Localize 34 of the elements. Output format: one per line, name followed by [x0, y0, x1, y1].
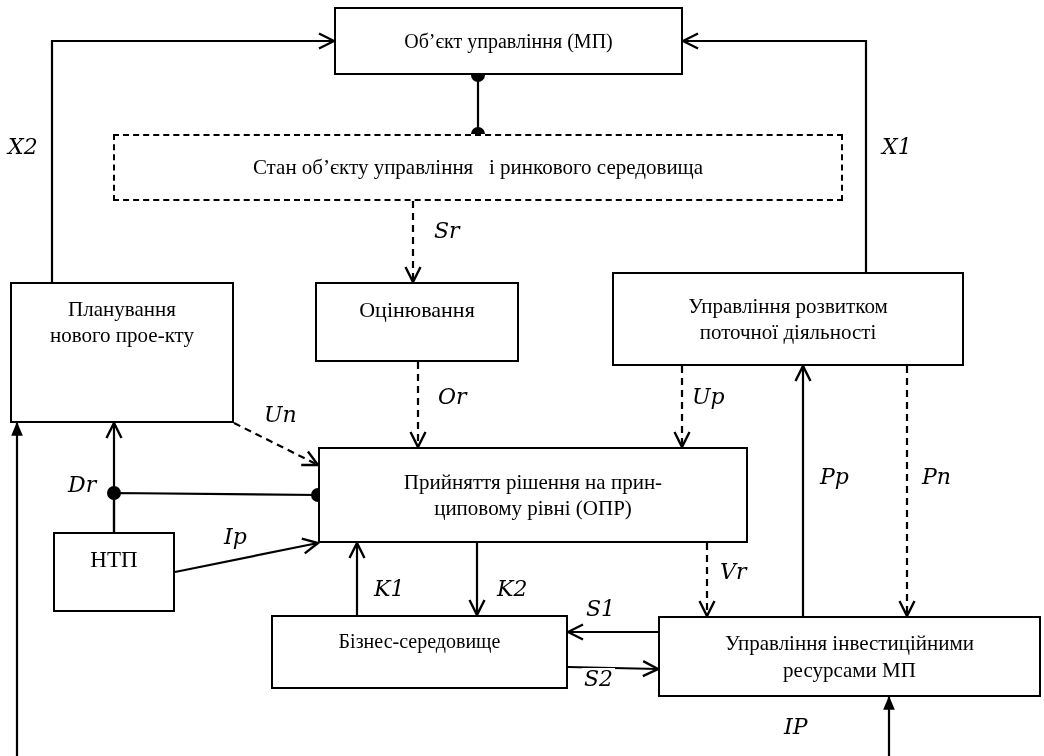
- arrow: [50, 32, 336, 282]
- box-label: НТП: [90, 546, 138, 574]
- process-box: [113, 134, 843, 201]
- box-label: Оцінювання: [359, 296, 475, 324]
- box-label: Управління розвитком поточної діяльності: [687, 292, 889, 346]
- arrow: [883, 695, 895, 756]
- edge-label: Pp: [818, 466, 851, 488]
- box-label: Об’єкт управління (МП): [404, 28, 613, 54]
- arrow: [698, 543, 716, 618]
- process-box: [10, 282, 234, 423]
- arrow: [233, 422, 320, 467]
- process-box: [334, 7, 683, 75]
- arrow: [348, 541, 366, 615]
- process-box: [53, 532, 175, 612]
- box-label: Бізнес-середовище: [338, 629, 501, 654]
- arrow: [409, 362, 427, 449]
- process-box: [612, 272, 964, 366]
- arrow: [794, 364, 812, 616]
- edge-label: Ip: [222, 526, 249, 548]
- arrow: [174, 537, 320, 574]
- box-label: Прийняття рішення на прин-циповому рівні (ОПР): [402, 468, 664, 522]
- process-box: [658, 616, 1041, 697]
- box-label: Планування нового прое-кту: [49, 296, 195, 349]
- arrow: [567, 659, 660, 678]
- process-box: [315, 282, 519, 362]
- arrow: [404, 201, 422, 284]
- box-label: Стан об’єкту управління і ринкового середовища: [252, 154, 704, 181]
- process-box: [318, 447, 748, 543]
- box-label: Управління інвестиційними ресурсами МП: [723, 630, 976, 683]
- arrow: [11, 421, 23, 756]
- process-box: [271, 615, 568, 689]
- arrow: [673, 366, 691, 449]
- arrow: [898, 366, 916, 618]
- arrow: [468, 543, 486, 617]
